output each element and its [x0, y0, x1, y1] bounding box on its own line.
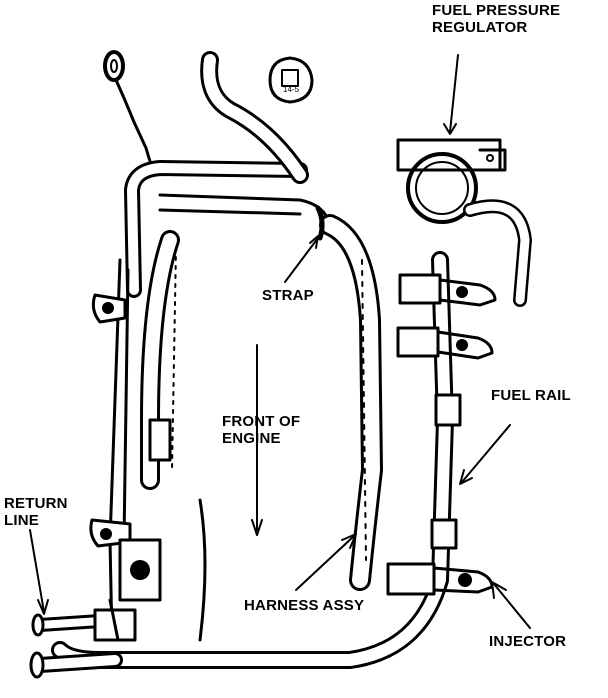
fuel-pressure-regulator-line-1: FUEL PRESSURE: [432, 2, 561, 19]
leader-harness: [295, 535, 355, 591]
injector-2: [396, 326, 494, 360]
front-of-engine-label: FRONT OF ENGINE: [222, 413, 300, 447]
strap-label: STRAP: [262, 287, 314, 304]
leader-return-line: [29, 529, 45, 613]
ground-wire: [103, 50, 154, 170]
return-line-label: RETURN LINE: [4, 495, 68, 529]
regulator-cap-text: 14-5: [283, 85, 300, 94]
injector-1: [398, 273, 497, 307]
return-line-line-1: RETURN: [4, 495, 68, 512]
injector-3: [386, 562, 494, 596]
leader-strap: [284, 237, 319, 283]
leader-fuel-rail: [461, 424, 511, 483]
callout-leaders: [29, 54, 531, 629]
fuel-pressure-regulator-label: FUEL PRESSURE REGULATOR: [432, 2, 560, 36]
injectors-right: [386, 273, 497, 596]
return-line: [29, 598, 137, 679]
fuel-pressure-regulator: [396, 138, 532, 307]
injector-label: INJECTOR: [489, 633, 567, 650]
front-of-engine-line-1: FRONT OF: [222, 413, 301, 430]
fuel-pressure-regulator-line-2: REGULATOR: [432, 19, 528, 36]
leader-regulator: [449, 54, 459, 133]
return-line-line-2: LINE: [4, 512, 39, 529]
front-of-engine-line-2: ENGINE: [222, 430, 281, 447]
fuel-rail-label: FUEL RAIL: [491, 387, 571, 404]
harness-assy-label: HARNESS ASSY: [244, 597, 365, 614]
injectors-left: [89, 293, 172, 602]
sensor-connector: 14-5: [268, 56, 314, 104]
front-of-engine-arrow: [251, 344, 263, 536]
leader-injector: [493, 583, 531, 629]
strap: [315, 205, 325, 241]
